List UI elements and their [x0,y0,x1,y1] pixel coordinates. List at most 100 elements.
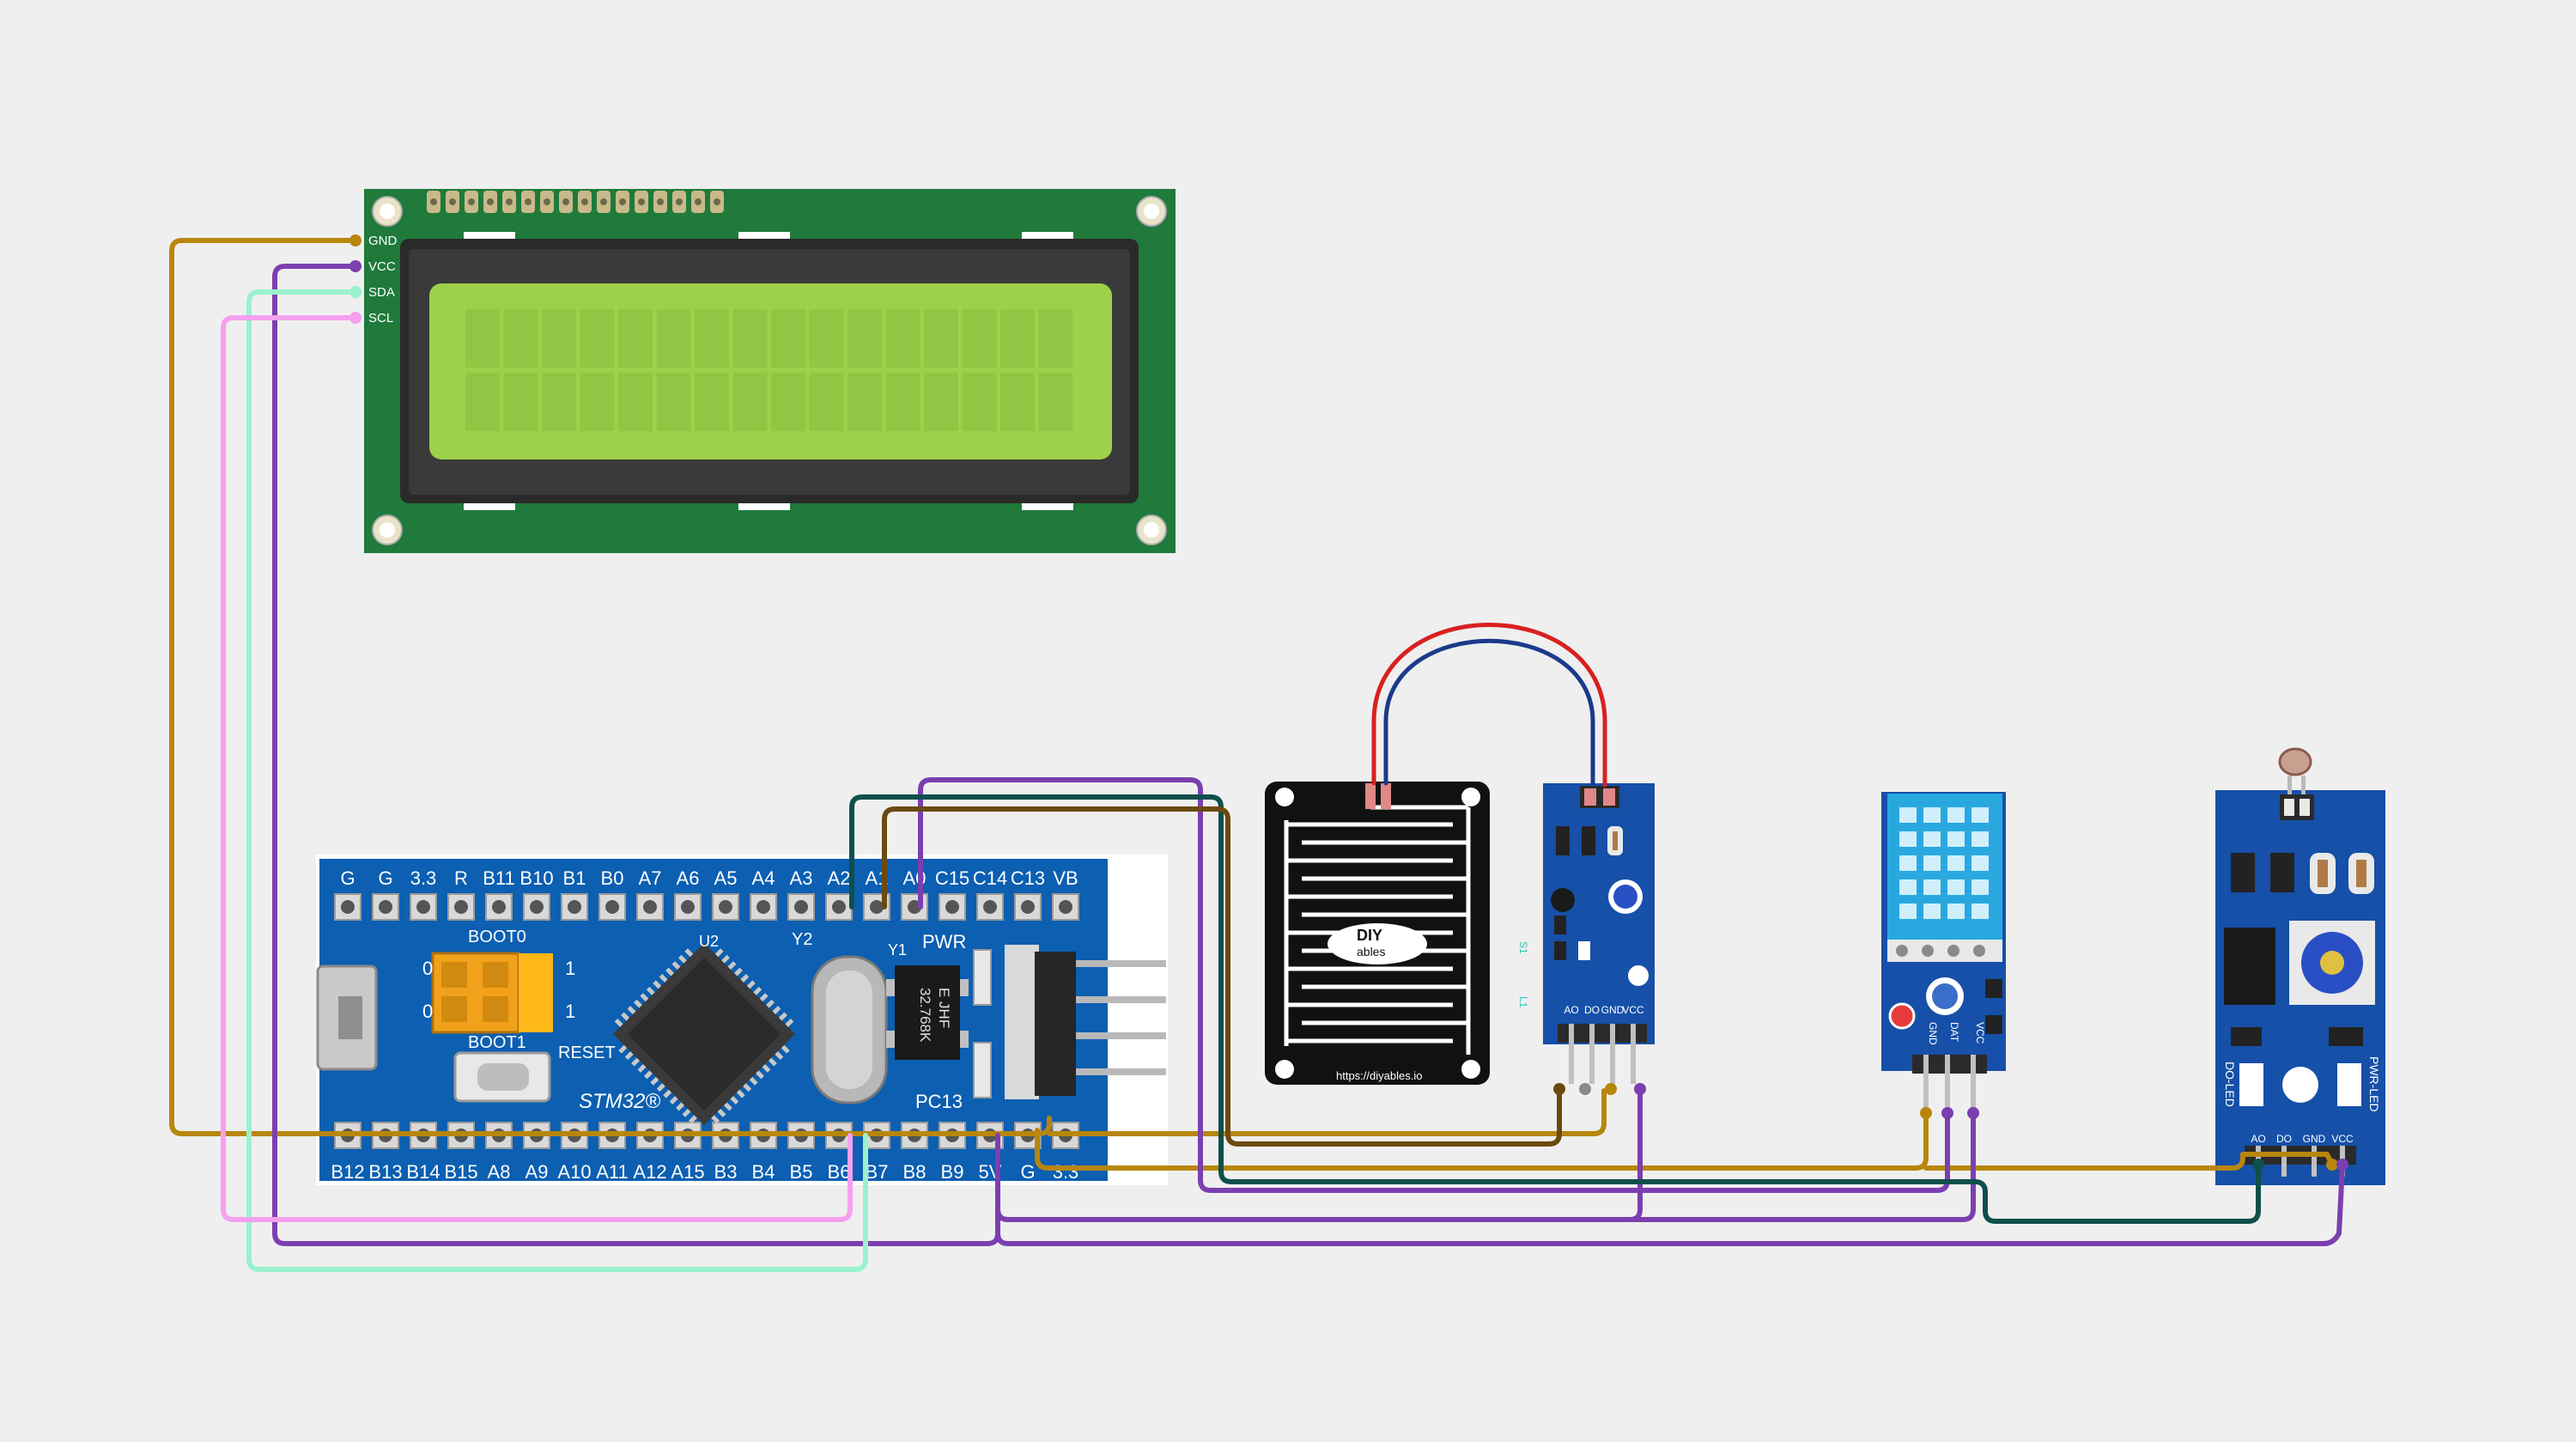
lcd-char-cell [848,373,882,431]
lcd-char-cell [924,373,958,431]
mcu-pin-label: B0 [601,867,624,889]
mcu-pin-label: B14 [406,1161,440,1183]
module-pin-label: VCC [2331,1133,2354,1145]
rain-sensor-traces [1284,805,1471,1055]
module-pin[interactable] [1923,1055,1929,1113]
wire-lcd-sda[interactable] [246,289,868,1272]
diyables-logo-bg [1327,923,1427,964]
lcd-pin-label-scl: SCL [368,311,393,326]
mcu-chip [612,942,796,1126]
mcu-pin-label: B6 [828,1161,851,1183]
rtc-crystal-text2: E JHF [936,988,952,1028]
module-pin[interactable] [1610,1024,1615,1084]
module-pin[interactable] [1971,1055,1976,1113]
lcd-char-cell [1038,309,1073,368]
pwr-led [973,949,992,1006]
stm32-brand: STM32® [579,1090,660,1113]
mcu-pin-label: B9 [941,1161,964,1183]
mcu-pin-label: B15 [444,1161,477,1183]
mcu-pin-label: B13 [368,1161,402,1183]
wire-a0-dht[interactable] [918,777,1950,1193]
mcu-pin-label: B1 [563,867,586,889]
module-pin-label: DAT [1948,1022,1960,1043]
mcu-pin-label: A9 [526,1161,549,1183]
rtc-crystal: 32.768K E JHF Y1 [886,941,969,1060]
lcd-char-cell [695,309,729,368]
pc13-label: PC13 [915,1091,963,1112]
module-pin[interactable] [2312,1146,2317,1177]
boot-zero-a: 0 [422,958,433,979]
boot-one-a: 1 [565,958,575,979]
lcd-module: GND VCC SDA SCL [349,189,1176,553]
wire-lcd-gnd[interactable] [169,238,1052,1136]
wire-a1-rain[interactable] [882,806,1562,1147]
mcu-pin-pad[interactable] [939,893,966,921]
module-pin-label: GND [1601,1004,1625,1016]
mcu-pin-label: VB [1053,867,1078,889]
module-pin-label: DO [2276,1133,2292,1145]
mcu-pin-label: G [1020,1161,1035,1183]
wire-lcd-scl[interactable] [221,315,853,1222]
wires [169,238,2345,1272]
mcu-pin-label: A5 [714,867,738,889]
lcd-char-cell [580,309,615,368]
diyables-url: https://diyables.io [1336,1069,1422,1082]
module-pin-label: AO [1564,1004,1578,1016]
mcu-pin-label: A8 [488,1161,511,1183]
wire-5v-ldr[interactable] [995,1162,2345,1246]
mcu-pin-pad[interactable] [1052,893,1079,921]
y1-label: Y1 [888,941,907,958]
lcd-mounting-holes [372,196,1167,545]
module-pin[interactable] [2281,1146,2287,1177]
module-pin-label: VCC [1622,1004,1644,1016]
lcd-char-cell [962,373,997,431]
module-pin[interactable] [1589,1024,1595,1084]
wire-lcd-vcc[interactable] [272,264,1000,1246]
lcd-char-cell [848,309,882,368]
wire-gnd-ldr[interactable] [1923,1152,2335,1171]
wire-a2-ldr[interactable] [849,794,2261,1224]
wire-gnd-dht[interactable] [1035,1110,1929,1171]
lcd-char-cell [771,309,805,368]
lcd-char-cell [1000,309,1035,368]
lcd-char-cell [618,373,653,431]
lcd-char-cell [809,309,844,368]
mcu-pin-pad[interactable] [447,893,475,921]
lcd-char-cell [542,309,576,368]
wire-gnd-rain[interactable] [1047,1088,1607,1136]
rain-sensor-plate: DIY ables https://diyables.io [1265,782,1490,1085]
lcd-char-cell [618,309,653,368]
lcd-char-cell [809,373,844,431]
mcu-pin-label: B4 [752,1161,775,1183]
mcu-pin-label: C15 [935,867,969,889]
lcd-char-cell [1000,373,1035,431]
lcd-char-cell [465,309,500,368]
reset-button[interactable]: RESET [453,1043,616,1103]
lcd-character-cells [465,309,1073,431]
boot-jumpers[interactable]: BOOT0 BOOT1 0 0 1 1 [422,928,575,1052]
module-pin[interactable] [1945,1055,1950,1113]
wire-plate-red[interactable] [1371,623,1607,788]
mcu-pin-pad[interactable] [674,893,702,921]
lcd-char-cell [465,373,500,431]
module-pin[interactable] [1569,1024,1574,1084]
module-pin-label: GND [1927,1022,1939,1045]
wire-plate-blue[interactable] [1383,638,1595,788]
wire-5v-dht[interactable] [995,1110,1976,1222]
lcd-char-cell [885,373,920,431]
lcd-char-cell [885,309,920,368]
mcu-pin-label: A12 [633,1161,666,1183]
diyables-logo-sub: ables [1357,945,1385,958]
lcd-char-cell [1038,373,1073,431]
lcd-pin-label-sda: SDA [368,285,395,300]
mcu-pin-label: A15 [671,1161,704,1183]
module-pin[interactable] [1631,1024,1636,1084]
ldr-photocell [2278,747,2312,776]
mcu-pin-label: C13 [1011,867,1045,889]
mcu-pin-label: A3 [790,867,813,889]
